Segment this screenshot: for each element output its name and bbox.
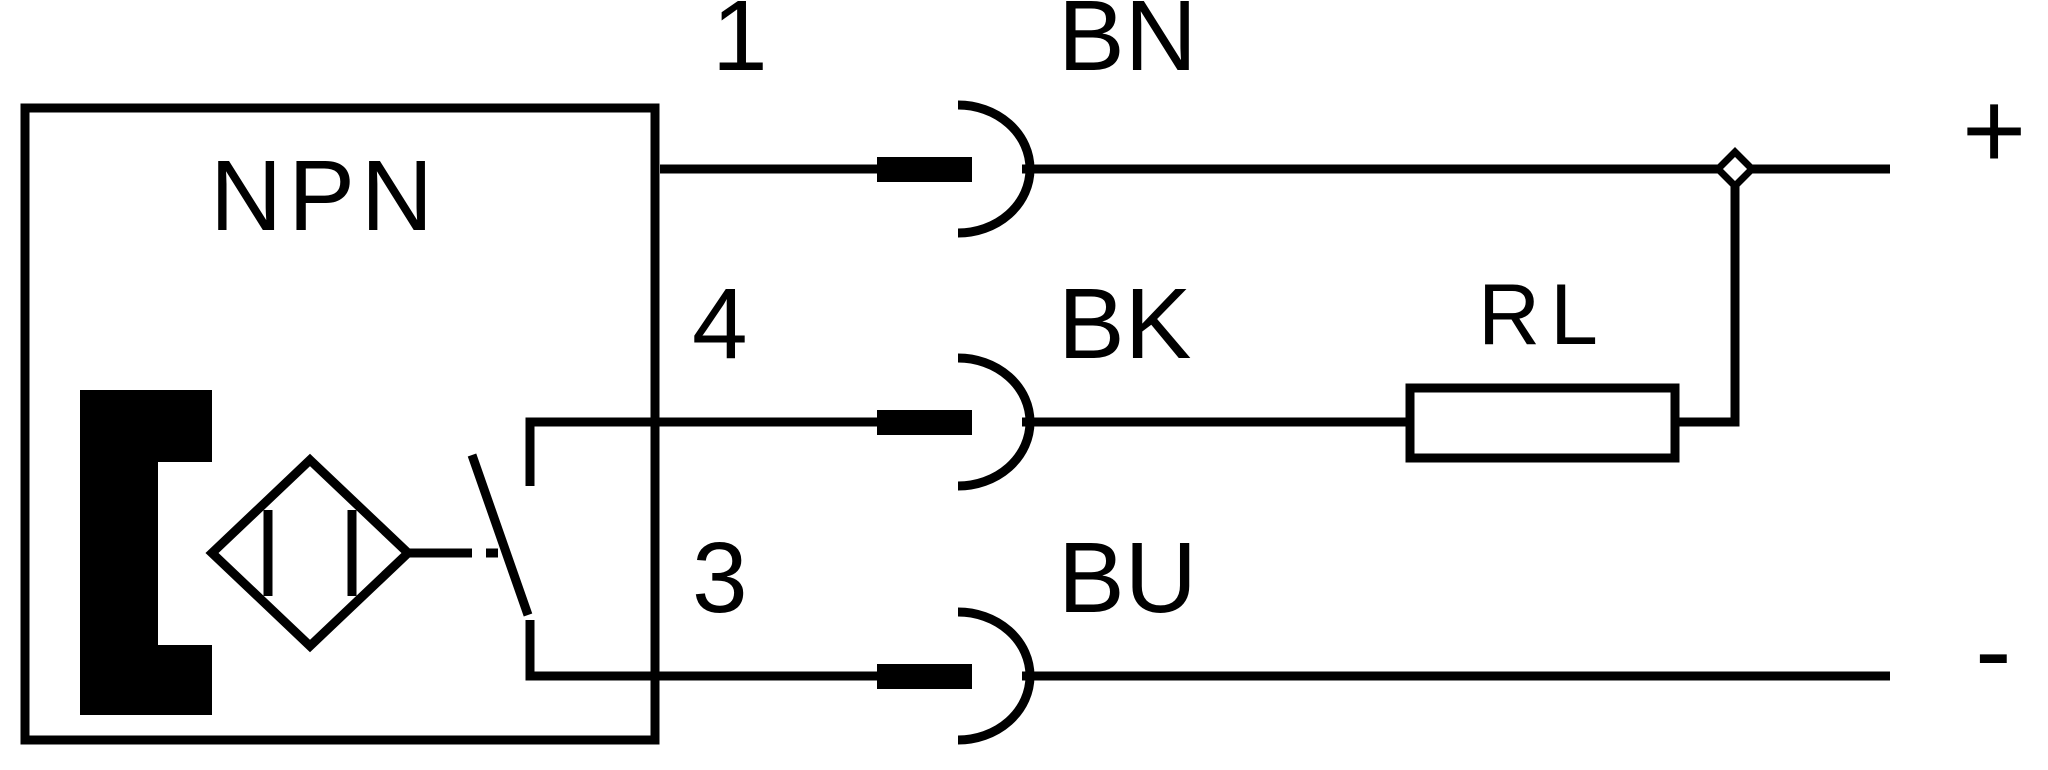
sensor-type-label: NPN <box>210 140 439 252</box>
load-resistor <box>1405 383 1680 463</box>
pin-number-1: 1 <box>712 0 768 92</box>
wire-bu <box>525 607 1890 745</box>
sensing-face-bracket <box>80 390 212 715</box>
supply-positive-label: + <box>1962 69 2026 192</box>
wire-color-bu: BU <box>1058 522 1197 634</box>
junction-node <box>1713 147 1757 191</box>
wire-bk <box>525 175 1740 491</box>
connector-pin-4 <box>877 410 972 435</box>
connector-pin-1 <box>877 157 972 182</box>
wire-bn <box>660 100 1890 238</box>
pin-number-3: 3 <box>692 522 748 634</box>
pin-number-4: 4 <box>692 268 748 380</box>
wire-color-bn: BN <box>1058 0 1197 92</box>
connector-pin-3 <box>877 664 972 689</box>
supply-negative-label: - <box>1975 589 2012 712</box>
load-resistor-label: RL <box>1478 267 1608 363</box>
wire-color-bk: BK <box>1058 268 1191 380</box>
inductive-sensor-symbol <box>205 453 440 653</box>
